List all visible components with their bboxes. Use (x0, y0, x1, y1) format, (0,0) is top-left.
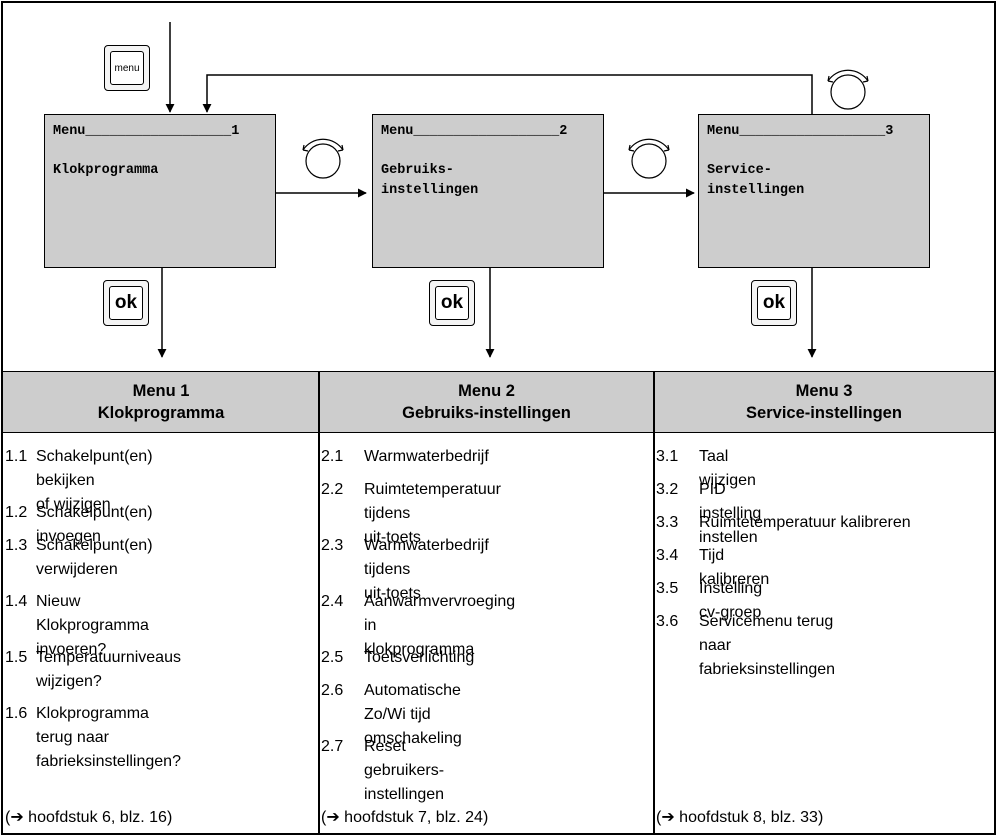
item-text: Ruimtetemperatuur kalibreren (699, 514, 911, 531)
item-text: Nieuw Klokprogramma invoeren? (36, 593, 149, 658)
item-number: 2.4 (321, 593, 344, 610)
column-header-menu1: Menu 1 Klokprogramma (3, 371, 319, 433)
ok-key-label: ok (114, 292, 138, 313)
item-text: Toetsverlichting (364, 649, 475, 666)
rotary-knob-icon (302, 138, 344, 179)
column-menu3: 3.1 Taal wijzigen 3.2 PID instelling inste… (656, 433, 994, 834)
item-text: Warmwaterbedrijf (364, 448, 489, 465)
item-text: Aanwarmvervroeging in klokprogramma (364, 593, 516, 658)
item-number: 1.6 (5, 705, 28, 722)
column-title: Menu 2 (458, 382, 515, 400)
column-divider (653, 371, 655, 834)
item-number: 1.2 (5, 504, 28, 521)
item-number: 3.5 (656, 580, 679, 597)
item-number: 2.7 (321, 738, 344, 755)
column-divider (318, 371, 320, 834)
screen-label: Service- instellingen (707, 163, 805, 198)
chapter-reference: (➔ hoofdstuk 8, blz. 33) (656, 809, 824, 826)
menu-overview-table: Menu 1 Klokprogramma Menu 2 Gebruiks-ins… (3, 371, 994, 834)
column-subtitle: Service-instellingen (746, 404, 902, 422)
loop-back-arrow (202, 74, 813, 114)
item-number: 3.4 (656, 547, 679, 564)
ok-key-icon: ok (751, 280, 797, 326)
column-header-menu2: Menu 2 Gebruiks-instellingen (319, 371, 654, 433)
menu-key-icon: menu (104, 45, 150, 91)
ok-key-icon: ok (429, 280, 475, 326)
menu-key-label: menu (114, 62, 140, 74)
item-text: Servicemenu terug naar fabrieksinstellin… (699, 613, 836, 678)
item-number: 2.3 (321, 537, 344, 554)
item-text: Taal wijzigen (699, 448, 756, 489)
display-screen-menu3: Menu__________________3 Service- instell… (698, 114, 930, 268)
column-subtitle: Klokprogramma (97, 404, 225, 422)
item-number: 1.3 (5, 537, 28, 554)
item-number: 2.1 (321, 448, 344, 465)
item-number: 2.6 (321, 682, 344, 699)
item-text: Reset gebruikers- instellingen (364, 738, 445, 803)
item-text: PID instelling instellen (699, 481, 762, 546)
screen-label: Klokprogramma (53, 163, 159, 178)
item-number: 1.5 (5, 649, 28, 666)
item-number: 2.2 (321, 481, 344, 498)
item-text: Instelling cv-groep (699, 580, 763, 621)
item-text: Schakelpunt(en) invoegen (36, 504, 153, 545)
column-subtitle: Gebruiks-instellingen (402, 404, 571, 422)
rotary-knob-icon (628, 138, 670, 179)
ok-key-icon: ok (103, 280, 149, 326)
item-number: 2.5 (321, 649, 344, 666)
screen-header: Menu__________________1 (53, 124, 240, 139)
ok-key-label: ok (762, 292, 786, 313)
screen-header: Menu__________________3 (707, 124, 894, 139)
item-number: 3.2 (656, 481, 679, 498)
chapter-reference: (➔ hoofdstuk 6, blz. 16) (5, 809, 173, 826)
item-number: 1.1 (5, 448, 28, 465)
item-text: Schakelpunt(en) verwijderen (36, 537, 153, 578)
ok-key-label: ok (440, 292, 464, 313)
item-number: 3.3 (656, 514, 679, 531)
item-text: Tijd kalibreren (699, 547, 770, 588)
column-title: Menu 3 (795, 382, 853, 400)
item-number: 3.6 (656, 613, 679, 630)
item-text: Ruimtetemperatuur tijdens uit-toets (364, 481, 501, 546)
screen-header: Menu__________________2 (381, 124, 568, 139)
screen-label: Gebruiks- instellingen (381, 163, 479, 198)
rotary-knob-icon (827, 69, 869, 110)
column-title: Menu 1 (132, 382, 190, 400)
flow-connectors (157, 22, 869, 358)
item-text: Temperatuurniveaus wijzigen? (36, 649, 181, 690)
display-screen-menu2: Menu__________________2 Gebruiks- instel… (372, 114, 604, 268)
item-text: Warmwaterbedrijf tijdens uit-toets (364, 537, 489, 602)
menu-flow-diagram: menu Menu__________________1 Klokprogram… (0, 0, 1000, 372)
item-text: Automatische Zo/Wi tijd omschakeling (364, 682, 462, 747)
chapter-reference: (➔ hoofdstuk 7, blz. 24) (321, 809, 489, 826)
item-number: 3.1 (656, 448, 679, 465)
column-header-menu3: Menu 3 Service-instellingen (654, 371, 994, 433)
item-text: Schakelpunt(en) bekijken of wijzigen (36, 448, 153, 513)
item-text: Klokprogramma terug naar fabrieksinstell… (36, 705, 181, 770)
display-screen-menu1: Menu__________________1 Klokprogramma (44, 114, 276, 268)
column-menu2: 2.1 Warmwaterbedrijf 2.2 Ruimtetemperatuur… (321, 433, 651, 834)
item-number: 1.4 (5, 593, 28, 610)
